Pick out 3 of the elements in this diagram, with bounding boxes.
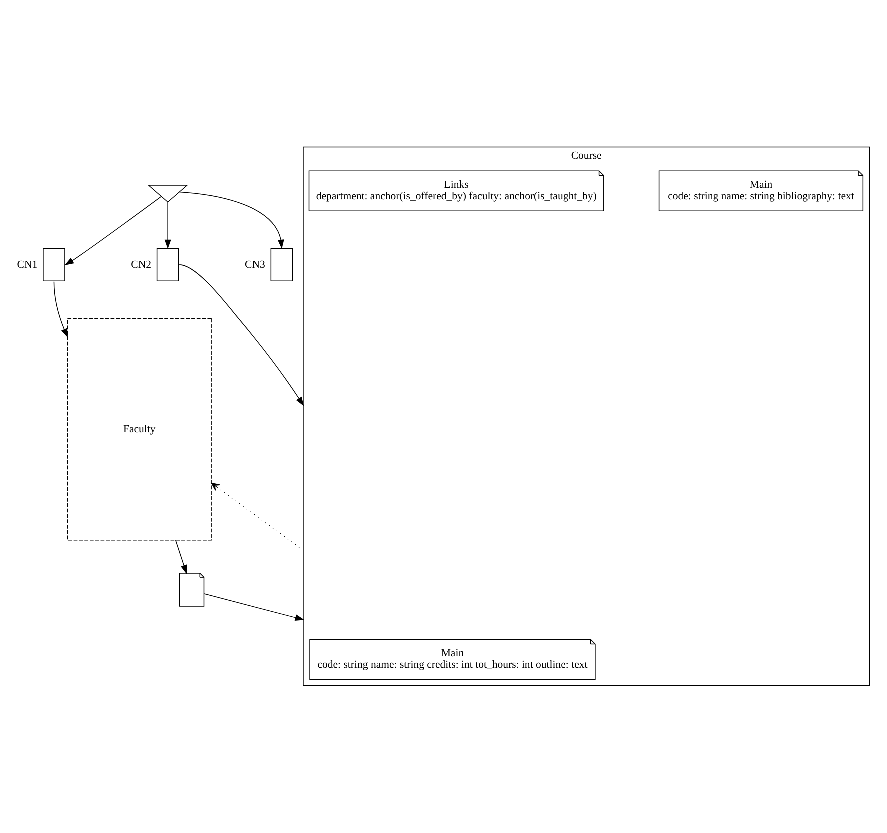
node-label: CN3	[245, 258, 266, 271]
node-label: CN2	[131, 258, 152, 271]
node-label: CN1	[17, 258, 38, 271]
